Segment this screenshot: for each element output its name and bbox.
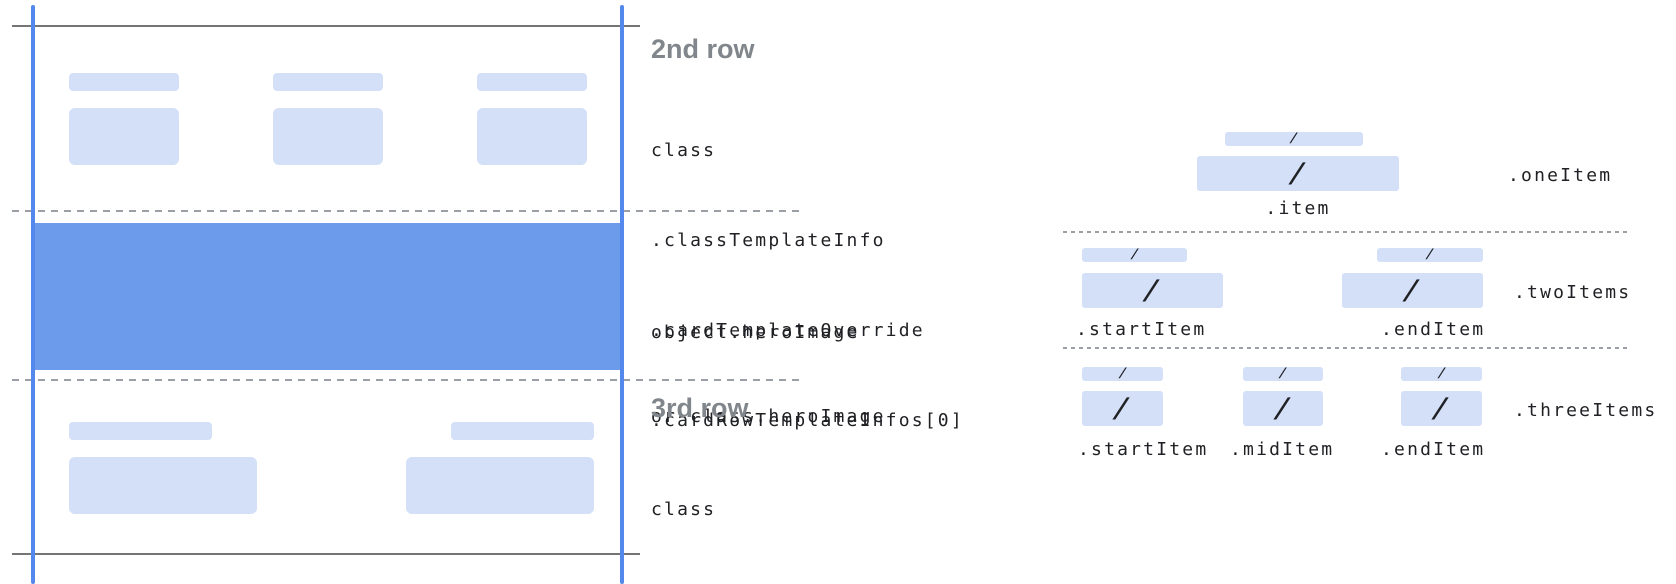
row2-path-line-4: .cardRowTemplateInfos[0] (651, 410, 964, 431)
hero-image-band (33, 223, 623, 370)
row2-col3-value-placeholder (477, 108, 587, 165)
legend-separator-dotted-line-2 (1063, 347, 1630, 349)
slash-separator: / (1129, 247, 1140, 262)
card-top-line (12, 25, 640, 27)
one-item-name-label: .oneItem (1508, 165, 1613, 186)
slash-separator: / (1402, 275, 1423, 306)
slash-separator: / (1142, 275, 1163, 306)
hero-annotation-line-1: object.heroImage (651, 322, 860, 343)
row2-col1-label-placeholder (69, 73, 179, 91)
three-items-name-label: .threeItems (1514, 400, 1658, 421)
two-items-start-item-label: .startItem (1076, 319, 1207, 340)
two-items-start-value-bar: / (1082, 273, 1223, 308)
three-items-end-value-bar: / (1401, 391, 1482, 426)
row3-end-label-placeholder (451, 422, 594, 440)
three-items-start-value-bar: / (1082, 391, 1163, 426)
row-separator-dashed-line-1 (12, 210, 800, 212)
row2-col3-label-placeholder (477, 73, 587, 91)
hero-image-annotation: object.heroImage or class.heroImage (651, 263, 886, 487)
card-right-guide-line (620, 5, 624, 584)
three-items-mid-item-label: .midItem (1230, 439, 1335, 460)
row2-path-line-3: .cardTemplateOverride (651, 320, 925, 341)
two-items-end-item-label: .endItem (1381, 319, 1486, 340)
row3-start-value-placeholder (69, 457, 257, 514)
row2-col2-value-placeholder (273, 108, 383, 165)
slash-separator: / (1436, 366, 1447, 381)
slash-separator: / (1112, 393, 1133, 424)
two-items-end-label-bar: / (1377, 247, 1483, 262)
slash-separator: / (1272, 393, 1294, 424)
three-items-mid-label-bar: / (1243, 366, 1323, 381)
row2-col1-value-placeholder (69, 108, 179, 165)
legend-separator-dotted-line-1 (1063, 231, 1630, 233)
card-bottom-line (12, 553, 640, 555)
slash-separator: / (1117, 366, 1128, 381)
three-items-end-label-bar: / (1401, 366, 1482, 381)
row-separator-dashed-line-2 (12, 379, 800, 381)
three-items-start-item-label: .startItem (1078, 439, 1209, 460)
slash-separator: / (1431, 393, 1452, 424)
card-left-guide-line (31, 5, 35, 584)
slash-separator: / (1287, 158, 1309, 189)
two-items-end-value-bar: / (1342, 273, 1483, 308)
row2-heading: 2nd row (651, 34, 755, 64)
row3-end-value-placeholder (406, 457, 594, 514)
row2-path-line-1: class (651, 140, 717, 161)
row3-class-path: class .classTemplateInfo .cardTemplateOv… (651, 435, 964, 584)
row2-class-path: class .classTemplateInfo .cardTemplateOv… (651, 76, 964, 496)
row2-col2-label-placeholder (273, 73, 383, 91)
one-item-label-bar: / (1225, 131, 1363, 146)
two-items-start-label-bar: / (1082, 247, 1187, 262)
two-items-name-label: .twoItems (1514, 282, 1632, 303)
one-item-item-label: .item (1265, 198, 1331, 219)
hero-annotation-line-2: or class.heroImage (651, 406, 886, 427)
three-items-mid-value-bar: / (1243, 391, 1323, 426)
row3-path-line-1: class (651, 499, 717, 520)
one-item-value-bar: / (1197, 156, 1399, 191)
slash-separator: / (1278, 366, 1289, 381)
row3-heading: 3rd row (651, 393, 749, 423)
slash-separator: / (1425, 247, 1436, 262)
three-items-end-item-label: .endItem (1381, 439, 1486, 460)
row2-path-line-2: .classTemplateInfo (651, 230, 886, 251)
row3-start-label-placeholder (69, 422, 212, 440)
slash-separator: / (1289, 131, 1300, 146)
three-items-start-label-bar: / (1082, 366, 1163, 381)
